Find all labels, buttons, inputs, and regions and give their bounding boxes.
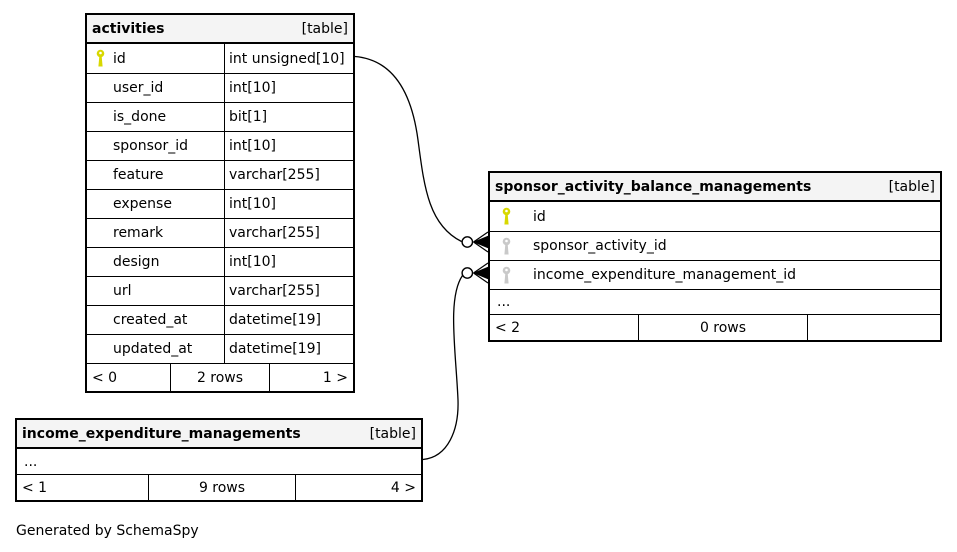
column-name: expense [113,196,172,212]
column-type: int[10] [229,80,276,96]
column-name: id [533,208,546,225]
foreign-key-icon [501,237,512,256]
ellipsis-row: ... [24,453,38,470]
column-type: int[10] [229,254,276,270]
column-name: sponsor_activity_id [533,238,667,254]
column-type: int[10] [229,196,276,212]
table-footer: < 2 0 rows [490,314,940,340]
column-type: datetime[19] [229,312,321,328]
table-header[interactable]: sponsor_activity_balance_managements [ta… [490,173,940,202]
table-type-badge: [table] [888,178,935,195]
column-name: id [113,50,126,67]
crows-foot-line [473,231,489,243]
column-name: design [113,254,160,270]
table-title[interactable]: activities [92,20,165,37]
column-name: is_done [113,109,167,125]
crows-foot-arrow [472,266,489,280]
zero-or-many-circle [461,267,474,279]
column-type: varchar[255] [229,167,320,183]
table-sponsor-activity-balance-managements: sponsor_activity_balance_managements [ta… [488,171,942,342]
table-header[interactable]: income_expenditure_managements [table] [17,420,421,449]
column-row: sponsor_id int[10] [87,131,353,160]
relationship-curve-activities [354,55,462,243]
column-row: feature varchar[255] [87,160,353,189]
related-to-count: 1 > [322,369,348,386]
related-from-count: < 2 [495,319,521,336]
column-row: id [490,202,940,231]
column-type: varchar[255] [229,225,320,241]
column-row: id int unsigned[10] [87,44,353,73]
related-to-count [808,315,940,340]
crows-foot-arrow [472,235,489,249]
table-header[interactable]: activities [table] [87,15,353,44]
column-type: datetime[19] [229,341,321,357]
related-from-count: < 1 [22,479,48,496]
table-type-badge: [table] [301,20,348,37]
foreign-key-icon [501,266,512,285]
primary-key-icon [501,207,512,226]
column-name: sponsor_id [113,138,189,154]
table-title[interactable]: sponsor_activity_balance_managements [495,178,812,195]
related-from-count: < 0 [92,369,118,386]
column-name: feature [113,167,164,183]
row-count: 0 rows [638,315,808,340]
primary-key-icon [95,49,106,68]
ellipsis-row: ... [490,289,940,314]
column-row: user_id int[10] [87,73,353,102]
column-row: expense int[10] [87,189,353,218]
table-footer: < 1 9 rows 4 > [17,474,421,500]
table-type-badge: [table] [369,425,416,442]
column-row: design int[10] [87,247,353,276]
column-type: bit[1] [229,109,268,125]
column-type: int[10] [229,138,276,154]
table-footer: < 0 2 rows 1 > [87,363,353,391]
column-row: created_at datetime[19] [87,305,353,334]
table-activities: activities [table] id int unsigned[10] u… [85,13,355,393]
column-row: updated_at datetime[19] [87,334,353,363]
column-type: int unsigned[10] [229,50,345,67]
column-row: remark varchar[255] [87,218,353,247]
column-row: sponsor_activity_id [490,231,940,260]
column-name: income_expenditure_management_id [533,267,797,283]
generated-by-caption: Generated by SchemaSpy [16,523,199,539]
crows-foot-line [473,241,489,253]
column-name: user_id [113,80,164,96]
column-row: income_expenditure_management_id [490,260,940,289]
crows-foot-line [473,262,489,274]
crows-foot-line [473,272,489,284]
table-title[interactable]: income_expenditure_managements [22,425,301,442]
zero-or-many-circle [461,236,474,248]
column-name: updated_at [113,341,193,357]
column-row: is_done bit[1] [87,102,353,131]
column-name: created_at [113,312,188,328]
related-to-count: 4 > [390,479,416,496]
relationship-curve-income-managements [422,275,464,461]
column-row: url varchar[255] [87,276,353,305]
row-count: 2 rows [170,364,270,391]
column-type: varchar[255] [229,283,320,299]
column-name: remark [113,225,164,241]
column-name: url [113,283,132,299]
table-income-expenditure-managements: income_expenditure_managements [table] .… [15,418,423,502]
row-count: 9 rows [148,475,296,500]
